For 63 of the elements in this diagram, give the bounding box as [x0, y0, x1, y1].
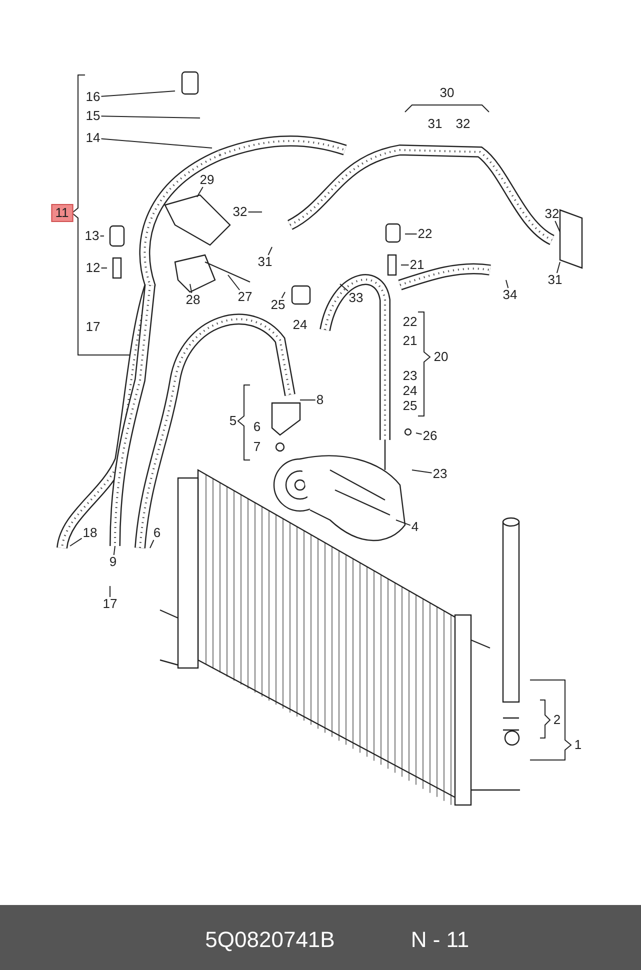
leader-line — [556, 262, 560, 274]
callout-number: 14 — [84, 131, 102, 145]
callout-number: 34 — [502, 288, 518, 302]
callout-number: 18 — [82, 526, 98, 540]
callout-number: 23 — [402, 369, 418, 383]
callout-number: 17 — [102, 597, 118, 611]
callout-number: 31 — [546, 273, 564, 287]
callout-number: 32 — [544, 207, 560, 221]
callout-number: 9 — [108, 555, 118, 569]
callout-number: 22 — [416, 227, 434, 241]
callout-number: 13 — [84, 229, 100, 243]
leader-line — [150, 540, 154, 548]
leader-line — [100, 138, 212, 148]
callout-number: 21 — [408, 258, 426, 272]
callout-number: 5 — [228, 414, 238, 428]
callout-number: 1 — [573, 738, 583, 752]
leader-line — [340, 284, 348, 292]
leader-line — [228, 274, 240, 290]
callout-number: 22 — [402, 315, 418, 329]
callout-number: 24 — [292, 318, 308, 332]
callout-number: 32 — [454, 117, 472, 131]
callout-number: 15 — [84, 109, 102, 123]
leader-line — [281, 292, 286, 298]
callout-number: 4 — [410, 520, 420, 534]
part-number-text: N - 11 — [410, 927, 470, 953]
callout-number: 7 — [252, 440, 262, 454]
leader-line — [70, 538, 82, 546]
leader-line — [100, 90, 176, 97]
leader-line — [113, 546, 116, 556]
callout-number: 28 — [184, 293, 202, 307]
callout-number: 16 — [84, 90, 102, 104]
callout-number: 21 — [402, 334, 418, 348]
leader-line — [400, 264, 410, 266]
callout-number: 6 — [252, 420, 262, 434]
leader-line — [396, 520, 411, 526]
callout-number: 33 — [348, 291, 364, 305]
leader-line — [268, 246, 272, 256]
leader-line — [190, 284, 192, 294]
callout-number: 11 — [51, 204, 73, 222]
callout-number: 23 — [432, 467, 448, 481]
callout-number: 8 — [315, 393, 325, 407]
callout-number: 12 — [84, 261, 102, 275]
callout-number: 27 — [236, 290, 254, 304]
callout-number: 31 — [426, 117, 444, 131]
callout-number: 17 — [84, 320, 102, 334]
leader-line — [506, 280, 509, 288]
callout-number: 31 — [256, 255, 274, 269]
callout-number: 32 — [232, 205, 248, 219]
leader-line — [196, 186, 204, 198]
callout-number: 29 — [198, 173, 216, 187]
callout-number: 25 — [402, 399, 418, 413]
callout-number: 20 — [432, 350, 450, 364]
callout-number: 6 — [152, 526, 162, 540]
callout-number: 26 — [422, 429, 438, 443]
callout-number: 2 — [552, 713, 562, 727]
part-number-text: 5Q0820741B — [204, 927, 336, 953]
leader-line — [412, 470, 432, 474]
leader-line — [416, 432, 422, 435]
callout-number: 24 — [402, 384, 418, 398]
callout-number: 25 — [270, 298, 286, 312]
callout-number: 30 — [438, 86, 456, 100]
leader-line — [100, 116, 200, 118]
leader-line — [554, 220, 560, 232]
